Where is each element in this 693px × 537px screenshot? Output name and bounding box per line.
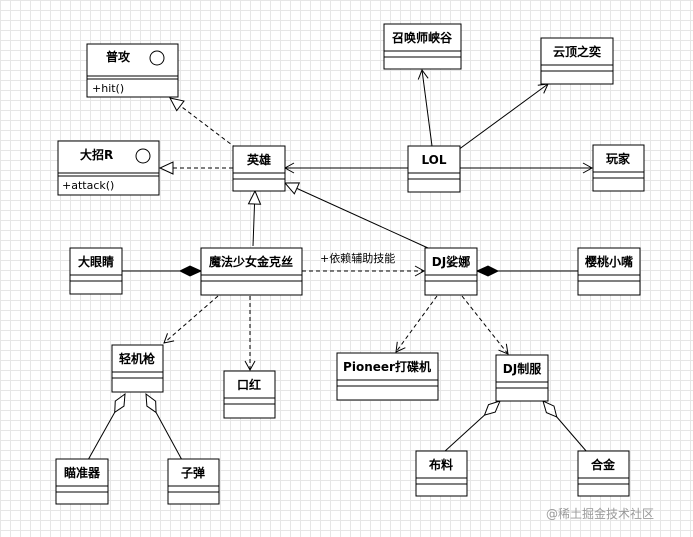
- edge-miaozhunqi-aggregation: [87, 394, 125, 461]
- class-name: 英雄: [247, 152, 271, 167]
- class-dayanjing[interactable]: 大眼睛: [69, 247, 123, 295]
- class-name: 云顶之奕: [553, 44, 601, 59]
- class-putong[interactable]: 普攻 +hit(): [86, 43, 179, 98]
- class-hejin[interactable]: 合金: [577, 450, 630, 497]
- watermark: @稀土掘金技术社区: [546, 506, 654, 521]
- class-name: 大眼睛: [78, 254, 114, 269]
- class-yingxiong[interactable]: 英雄: [232, 145, 286, 192]
- class-qingjiqiang[interactable]: 轻机枪: [111, 344, 164, 393]
- class-yunding[interactable]: 云顶之奕: [540, 37, 614, 85]
- class-name: 瞄准器: [64, 465, 101, 480]
- dependency-label: +依赖辅助技能: [320, 251, 395, 265]
- class-name: 布料: [429, 457, 453, 472]
- class-name: DJ制服: [503, 361, 542, 376]
- class-zhaohuanshi[interactable]: 召唤师峡谷: [383, 23, 462, 70]
- class-name: DJ娑娜: [432, 254, 470, 269]
- edge-dj-to-djzhifu: [461, 295, 509, 355]
- edges: [87, 68, 594, 461]
- class-zidan[interactable]: 子弹: [167, 458, 220, 505]
- edge-lol-to-yunding: [457, 83, 549, 151]
- class-name: 魔法少女金克丝: [209, 254, 293, 269]
- class-name: 子弹: [181, 465, 205, 480]
- class-name: 轻机枪: [119, 351, 155, 366]
- class-name: 普攻: [106, 49, 131, 64]
- interface-circle-icon: [135, 148, 151, 164]
- class-name: 口红: [237, 377, 261, 392]
- edge-buliao-aggregation: [443, 401, 500, 453]
- class-kouhong[interactable]: 口红: [223, 370, 276, 419]
- edge-mofa-extends-hero: [247, 189, 262, 247]
- edge-hejin-aggregation: [543, 401, 588, 453]
- class-lol[interactable]: LOL: [407, 145, 461, 193]
- class-djzhifu[interactable]: DJ制服: [495, 354, 549, 402]
- class-djsona[interactable]: DJ娑娜: [424, 247, 478, 296]
- class-name: Pioneer打碟机: [343, 359, 431, 374]
- interface-circle-icon: [149, 50, 165, 66]
- edge-dj-extends-hero: [283, 182, 429, 249]
- class-mofa[interactable]: 魔法少女金克丝: [200, 247, 303, 296]
- class-buliao[interactable]: 布料: [415, 450, 468, 497]
- edge-lol-to-zhaohuanshi: [417, 68, 433, 147]
- class-name: 大招R: [80, 147, 113, 162]
- class-name: 樱桃小嘴: [585, 254, 633, 269]
- class-operation: +hit(): [92, 82, 124, 95]
- class-dazhao[interactable]: 大招R +attack(): [57, 140, 160, 196]
- class-name: 召唤师峡谷: [392, 30, 453, 45]
- class-miaozhunqi[interactable]: 瞄准器: [55, 458, 109, 505]
- edge-dj-to-pioneer: [395, 295, 438, 353]
- class-name: LOL: [421, 153, 446, 167]
- class-name: 玩家: [606, 151, 631, 166]
- class-wanjia[interactable]: 玩家: [592, 144, 645, 192]
- class-pioneer[interactable]: Pioneer打碟机: [336, 352, 439, 401]
- class-name: 合金: [591, 457, 616, 472]
- edge-zidan-aggregation: [146, 394, 183, 461]
- class-yingtao[interactable]: 樱桃小嘴: [577, 247, 641, 296]
- edge-mofa-to-qingjiqiang: [163, 295, 219, 344]
- edge-hero-realizes-putong: [169, 97, 237, 149]
- class-operation: +attack(): [62, 179, 114, 192]
